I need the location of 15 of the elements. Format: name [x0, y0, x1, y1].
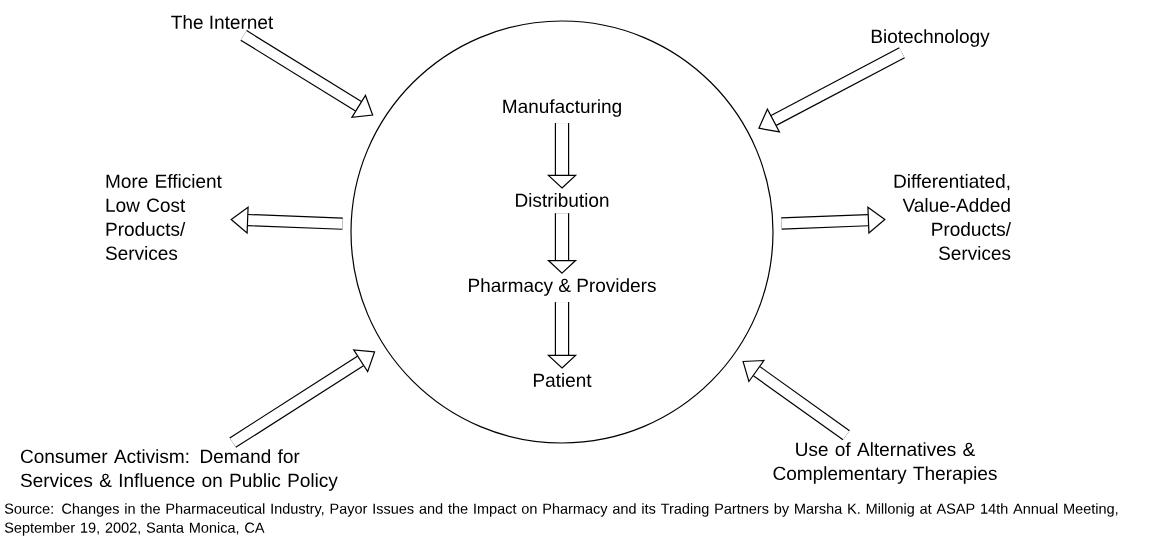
- circle-outline: [350, 20, 774, 444]
- node-text: Patient: [534, 373, 592, 387]
- block-arrow: [229, 349, 376, 448]
- source-caption: Source: Changes in the Pharmaceutical Industry, Payor Issues and the Impact on Pharmacy and its Trading Partners by Marsha K. Millonig at ASAP 14th Annual Meeting, September 19, 2002, Santa Monica, CA: [4, 503, 1118, 536]
- block-arrow: [742, 359, 850, 441]
- node-text: The Internet: [171, 15, 274, 29]
- node-text: Differentiated, Value-Added Products/ Services: [894, 174, 1011, 260]
- node-text: Consumer Activism: Demand for Services & Influence on Public Policy: [20, 449, 338, 491]
- node-text: Use of Alternatives & Complementary Therapies: [773, 442, 997, 484]
- node-text: More Efficient Low Cost Products/ Services: [105, 174, 222, 260]
- node-text: Distribution: [516, 193, 609, 207]
- node-text: Pharmacy & Providers: [469, 278, 656, 296]
- node-text: Biotechnology: [871, 29, 990, 47]
- node-text: Manufacturing: [503, 99, 621, 117]
- block-arrow: [758, 47, 905, 133]
